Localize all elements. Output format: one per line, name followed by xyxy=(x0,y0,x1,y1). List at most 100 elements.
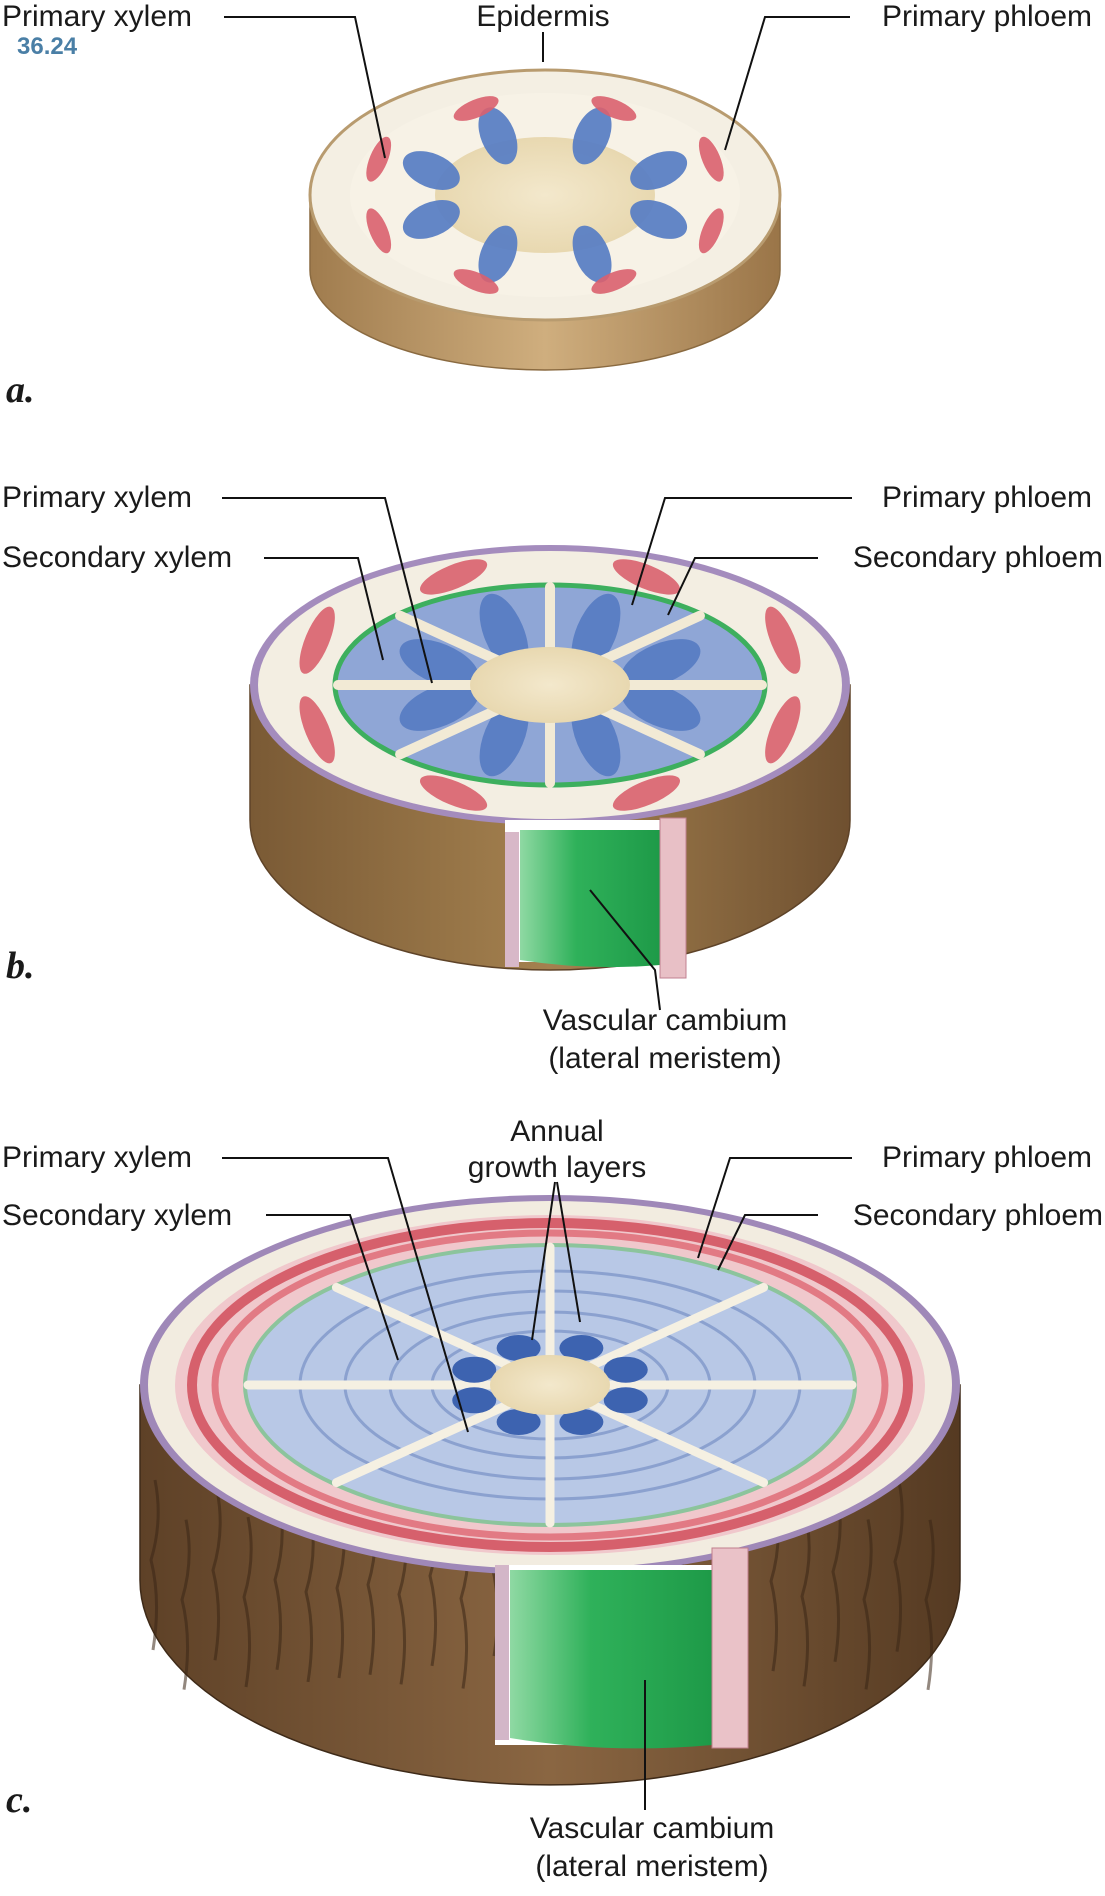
panel-c-right-cut-face xyxy=(711,1547,749,1749)
leader-c-annual-growth-right xyxy=(556,1181,581,1323)
panel-a-letter: a. xyxy=(6,369,35,411)
primary-xylem-bundle xyxy=(478,107,518,165)
primary-xylem-cluster xyxy=(621,681,701,731)
primary-phloem-bundle xyxy=(453,96,499,121)
primary-xylem-cluster xyxy=(559,1408,604,1435)
label-b-secondary-xylem: Secondary xylem xyxy=(2,541,232,574)
phloem-patch xyxy=(419,559,488,595)
bark-fissure xyxy=(862,1519,873,1690)
primary-xylem-cluster xyxy=(496,1408,541,1435)
panel-b-left-cut-face xyxy=(505,832,519,967)
panel-b-right-cut-face xyxy=(659,817,687,979)
panel-c-primary-xylem xyxy=(452,1335,648,1435)
primary-xylem-cluster xyxy=(621,639,701,689)
ray xyxy=(395,703,506,760)
panel-c-left-cut-face xyxy=(495,1565,509,1740)
leader-a-primary-xylem xyxy=(224,16,386,159)
leader-a-primary-phloem xyxy=(724,16,850,151)
phloem-patch xyxy=(299,696,335,764)
panel-c-mature-woody-stem xyxy=(139,1195,961,1786)
primary-xylem-bundle xyxy=(572,107,612,165)
ray xyxy=(331,1282,513,1370)
ray xyxy=(331,1400,513,1488)
leader-c-primary-xylem xyxy=(222,1157,469,1433)
primary-phloem-bundle xyxy=(591,269,637,294)
label-c-secondary-phloem: Secondary phloem xyxy=(853,1199,1103,1232)
primary-phloem-bundle xyxy=(698,208,724,254)
bark-fissure xyxy=(893,1481,904,1652)
primary-phloem-bundle xyxy=(366,208,392,254)
label-c-secondary-xylem: Secondary xylem xyxy=(2,1199,232,1232)
primary-phloem-bundle xyxy=(698,136,724,182)
leader-b-primary-phloem xyxy=(631,497,852,606)
primary-xylem-cluster xyxy=(452,1387,497,1414)
panel-a-pith xyxy=(435,137,655,253)
bark-fissure xyxy=(180,1519,191,1690)
primary-xylem-bundle xyxy=(402,151,460,190)
primary-xylem-bundle xyxy=(478,225,518,283)
label-b-cambium-line1: Vascular cambium xyxy=(543,1004,788,1037)
figure-number: 36.24 xyxy=(17,33,78,60)
bark-fissure xyxy=(800,1516,811,1687)
label-b-secondary-phloem: Secondary phloem xyxy=(853,541,1103,574)
primary-xylem-cluster xyxy=(559,1335,604,1362)
label-a-primary-phloem: Primary phloem xyxy=(882,0,1092,33)
leader-b-secondary-xylem xyxy=(264,557,384,661)
primary-xylem-cluster xyxy=(603,1387,648,1414)
label-a-primary-xylem: Primary xylem xyxy=(2,0,192,33)
primary-xylem-bundle xyxy=(630,200,688,239)
primary-xylem-cluster xyxy=(452,1356,497,1383)
primary-phloem-bundle xyxy=(453,269,499,294)
label-b-primary-phloem: Primary phloem xyxy=(882,481,1092,514)
leader-lines xyxy=(222,16,852,1810)
primary-xylem-cluster xyxy=(496,1335,541,1362)
label-c-annual-line2: growth layers xyxy=(468,1151,646,1184)
primary-xylem-cluster xyxy=(399,639,479,689)
label-c-cambium-line1: Vascular cambium xyxy=(530,1812,775,1845)
leader-b-vascular-cambium xyxy=(589,889,661,1011)
primary-xylem-cluster xyxy=(399,681,479,731)
primary-phloem-bundle xyxy=(366,136,392,182)
panel-c-rays xyxy=(243,1242,857,1528)
panel-a-herbaceous-stem xyxy=(308,68,782,371)
phloem-patch xyxy=(299,606,335,674)
phloem-patch xyxy=(765,696,801,764)
panel-c-pith xyxy=(490,1355,610,1415)
label-c-annual-line1: Annual xyxy=(510,1115,603,1148)
ray xyxy=(587,1282,769,1370)
primary-phloem-bundle xyxy=(591,96,637,121)
label-c-primary-phloem: Primary phloem xyxy=(882,1141,1092,1174)
primary-xylem-cluster xyxy=(603,1356,648,1383)
leader-c-annual-growth-left xyxy=(531,1181,556,1341)
panel-c-secondary-phloem xyxy=(211,1229,889,1541)
leader-c-secondary-xylem xyxy=(266,1214,399,1361)
primary-xylem-bundle xyxy=(572,225,612,283)
label-c-cambium-line2: (lateral meristem) xyxy=(535,1850,768,1883)
phloem-patch xyxy=(612,559,681,595)
panel-a-vascular-bundles xyxy=(366,96,724,294)
primary-xylem-bundle xyxy=(630,151,688,190)
phloem-patch xyxy=(612,775,681,811)
bark-fissure xyxy=(211,1489,222,1661)
ray xyxy=(594,610,705,667)
leader-c-secondary-phloem xyxy=(717,1214,818,1271)
panel-c-cambium-wall xyxy=(510,1570,712,1749)
panel-b-letter: b. xyxy=(6,945,35,987)
bark-fissure xyxy=(242,1516,253,1688)
primary-xylem-bundle xyxy=(402,200,460,239)
panel-b-phloem-patches xyxy=(299,559,801,811)
ray xyxy=(587,1400,769,1488)
panel-b-cambium-wall xyxy=(520,830,660,968)
label-b-primary-xylem: Primary xylem xyxy=(2,481,192,514)
leader-c-primary-phloem xyxy=(697,1157,852,1259)
leader-b-primary-xylem xyxy=(222,497,433,684)
phloem-patch xyxy=(419,775,488,811)
ray xyxy=(594,703,705,760)
panel-b-young-woody-stem xyxy=(249,545,851,979)
leader-b-secondary-phloem xyxy=(667,557,818,616)
label-c-primary-xylem: Primary xylem xyxy=(2,1141,192,1174)
panel-c-letter: c. xyxy=(6,1779,32,1821)
phloem-patch xyxy=(765,606,801,674)
panel-b-pith xyxy=(470,647,630,723)
